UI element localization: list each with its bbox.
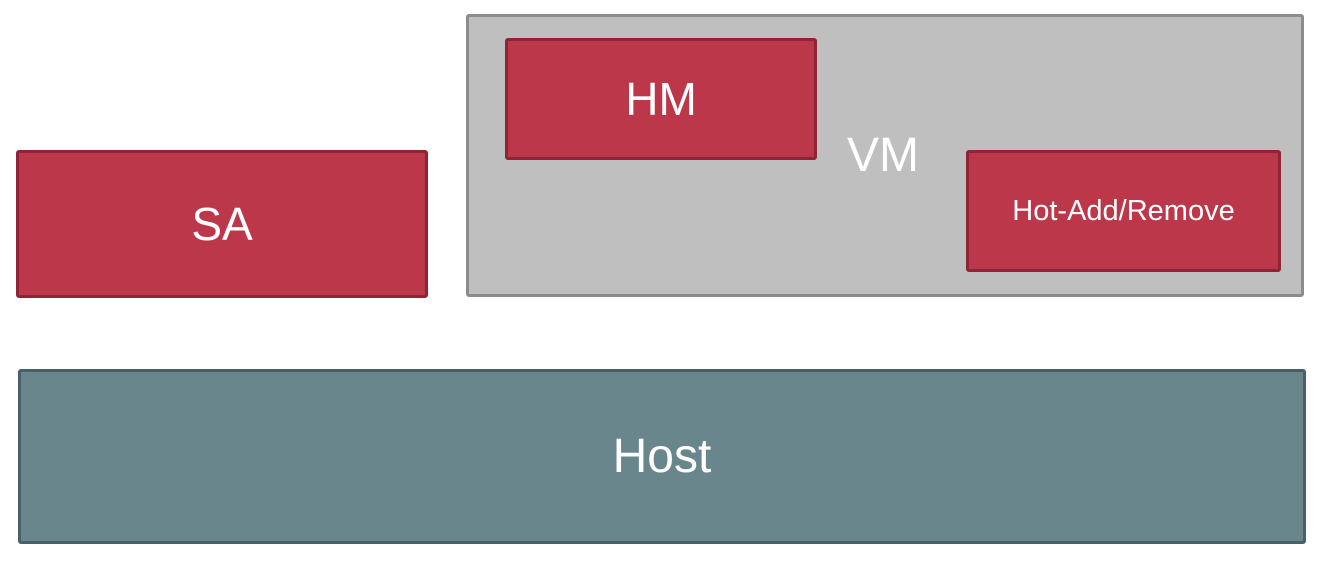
sa-box: SA — [16, 150, 428, 298]
clipped-title-fragment — [150, 0, 470, 16]
host-box: Host — [18, 369, 1306, 544]
hm-label: HM — [625, 73, 697, 125]
host-label: Host — [612, 430, 712, 483]
hot-add-remove-box: Hot-Add/Remove — [966, 150, 1281, 272]
hot-add-remove-label: Hot-Add/Remove — [1012, 194, 1235, 227]
vm-label: VM — [847, 129, 919, 182]
sa-label: SA — [191, 198, 253, 250]
hm-box: HM — [505, 38, 817, 160]
